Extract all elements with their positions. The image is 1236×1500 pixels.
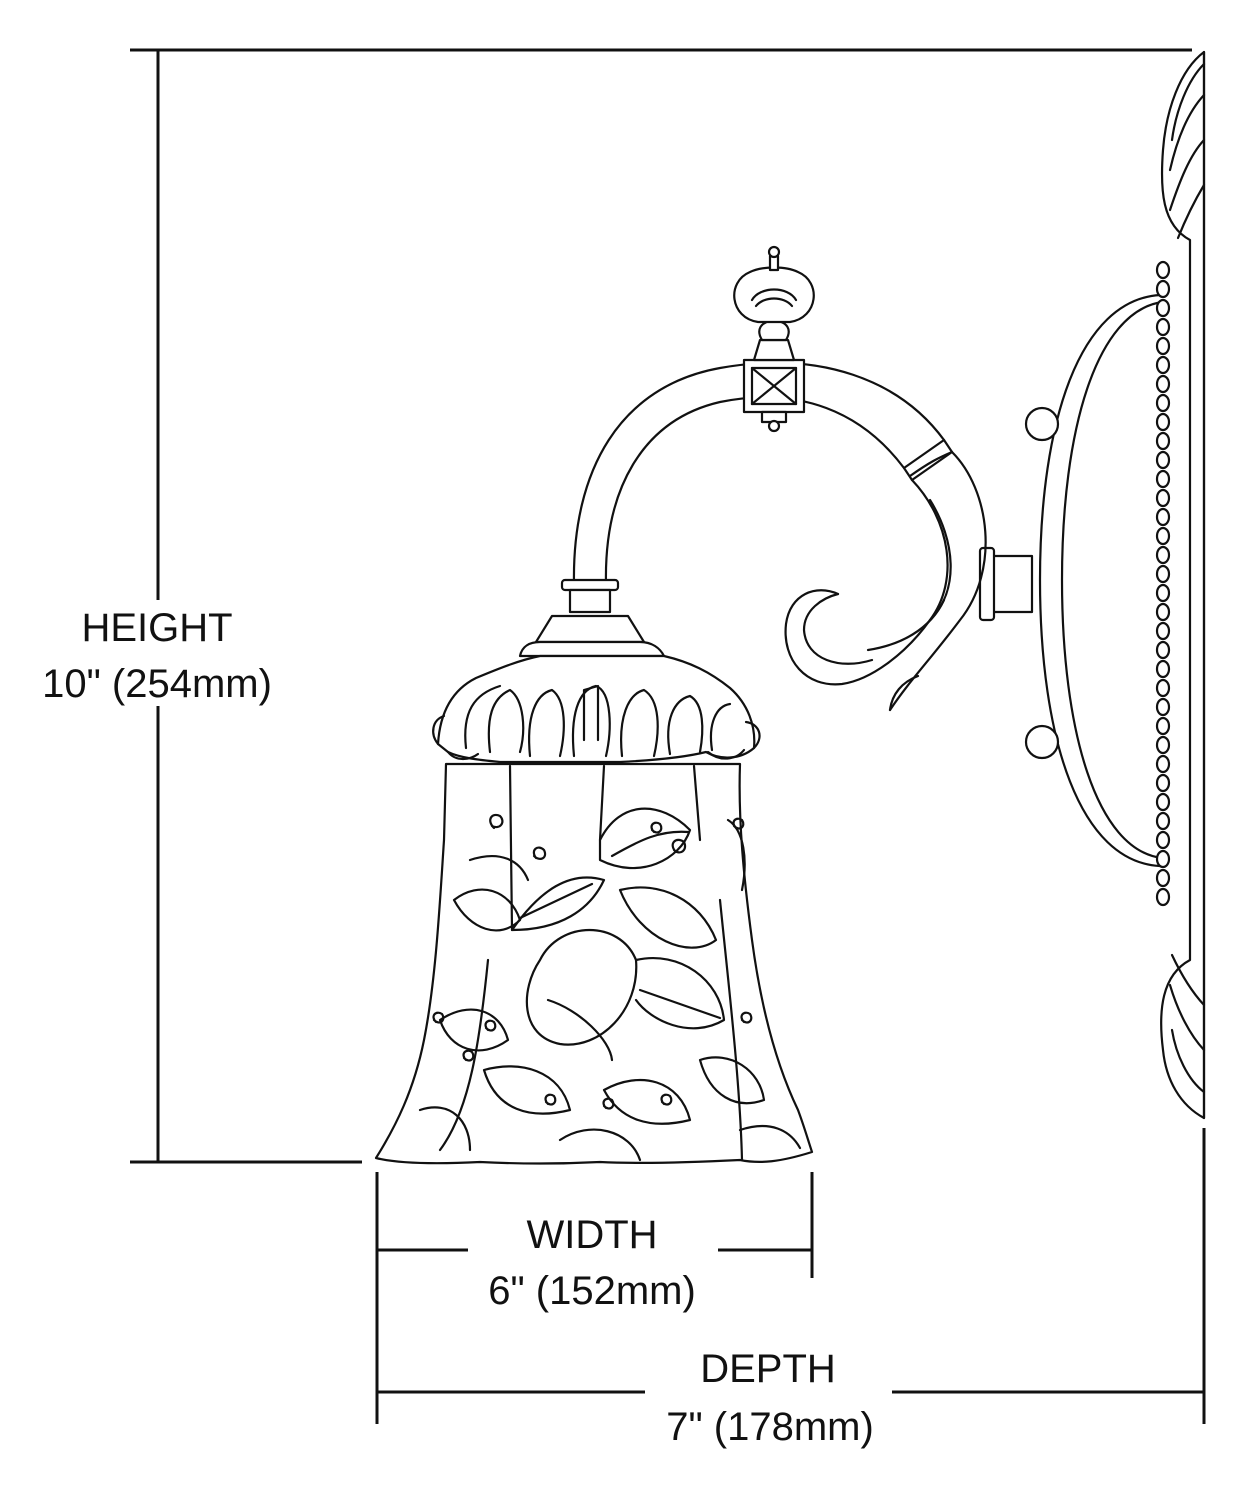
bead bbox=[1155, 621, 1171, 641]
bead bbox=[1155, 393, 1171, 413]
bead bbox=[1155, 697, 1171, 717]
bead bbox=[1155, 678, 1171, 698]
bead bbox=[1155, 279, 1171, 299]
bead bbox=[1155, 602, 1171, 622]
depth-label: DEPTH bbox=[700, 1347, 836, 1391]
beaded-chain bbox=[1155, 260, 1171, 907]
bead bbox=[1155, 773, 1171, 793]
height-value: 10" (254mm) bbox=[42, 662, 272, 706]
bead bbox=[1155, 317, 1171, 337]
bead bbox=[1155, 374, 1171, 394]
bead bbox=[1155, 336, 1171, 356]
bead bbox=[1155, 507, 1171, 527]
floral-glass-shade bbox=[374, 762, 814, 1165]
bead bbox=[1155, 811, 1171, 831]
bead bbox=[1155, 545, 1171, 565]
bead bbox=[1155, 469, 1171, 489]
bead bbox=[1155, 868, 1171, 888]
bead bbox=[1155, 735, 1171, 755]
width-dimension-lines bbox=[375, 1172, 814, 1424]
arm-finial bbox=[733, 245, 815, 433]
height-label: HEIGHT bbox=[81, 606, 232, 650]
height-dimension-lines bbox=[130, 48, 1192, 1164]
width-label: WIDTH bbox=[526, 1213, 657, 1257]
bead bbox=[1155, 754, 1171, 774]
bead bbox=[1155, 298, 1171, 318]
bead bbox=[1155, 849, 1171, 869]
bead bbox=[1155, 488, 1171, 508]
bead bbox=[1155, 564, 1171, 584]
width-value: 6" (152mm) bbox=[488, 1269, 696, 1313]
depth-dimension-lines bbox=[377, 1128, 1206, 1424]
bead bbox=[1155, 355, 1171, 375]
bead bbox=[1155, 450, 1171, 470]
bead bbox=[1155, 583, 1171, 603]
bead bbox=[1155, 830, 1171, 850]
bead bbox=[1155, 526, 1171, 546]
sconce-arm bbox=[560, 361, 1034, 712]
bead bbox=[1155, 716, 1171, 736]
bead bbox=[1155, 431, 1171, 451]
bead bbox=[1155, 412, 1171, 432]
shade-crown bbox=[432, 614, 761, 764]
bead bbox=[1155, 640, 1171, 660]
depth-value: 7" (178mm) bbox=[666, 1405, 874, 1449]
wall-backplate bbox=[1024, 50, 1206, 1120]
bead bbox=[1155, 659, 1171, 679]
bead bbox=[1155, 887, 1171, 907]
bead bbox=[1155, 260, 1171, 280]
bead bbox=[1155, 792, 1171, 812]
